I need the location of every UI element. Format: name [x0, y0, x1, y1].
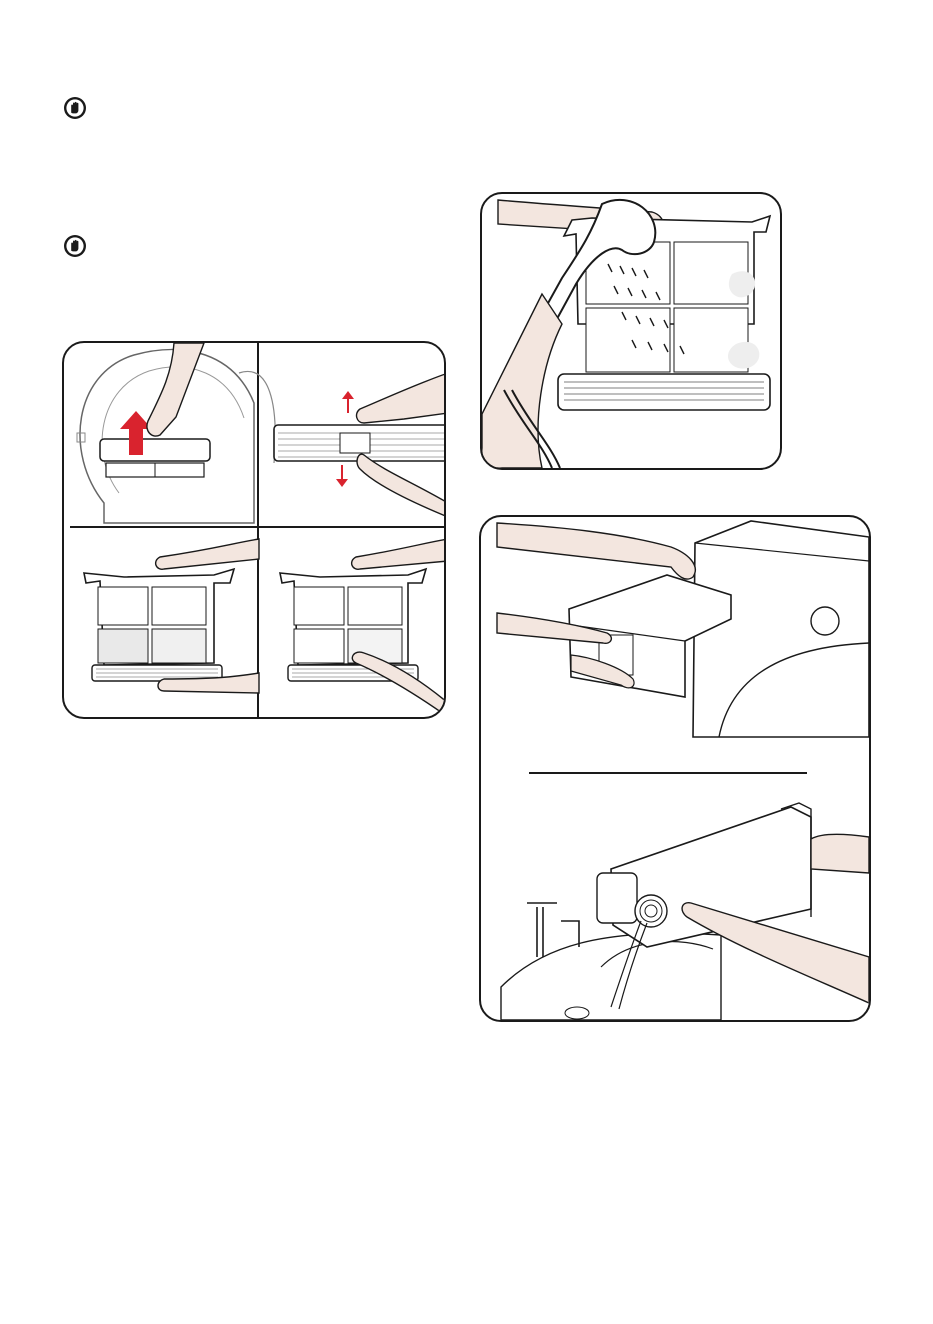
- hand-stop-icon: [63, 96, 87, 120]
- step-1-illustration: [77, 343, 275, 523]
- step-2-illustration: [274, 373, 444, 517]
- filter-rinsing-panel: [480, 192, 782, 470]
- filter-removal-steps-panel: [62, 341, 446, 719]
- container-emptying-illustration: [501, 803, 869, 1020]
- hand-stop-icon: [63, 234, 87, 258]
- step-4-illustration: [280, 539, 444, 717]
- container-removal-illustration: [497, 521, 869, 737]
- step-3-illustration: [84, 539, 259, 693]
- water-container-panel: [479, 515, 871, 1022]
